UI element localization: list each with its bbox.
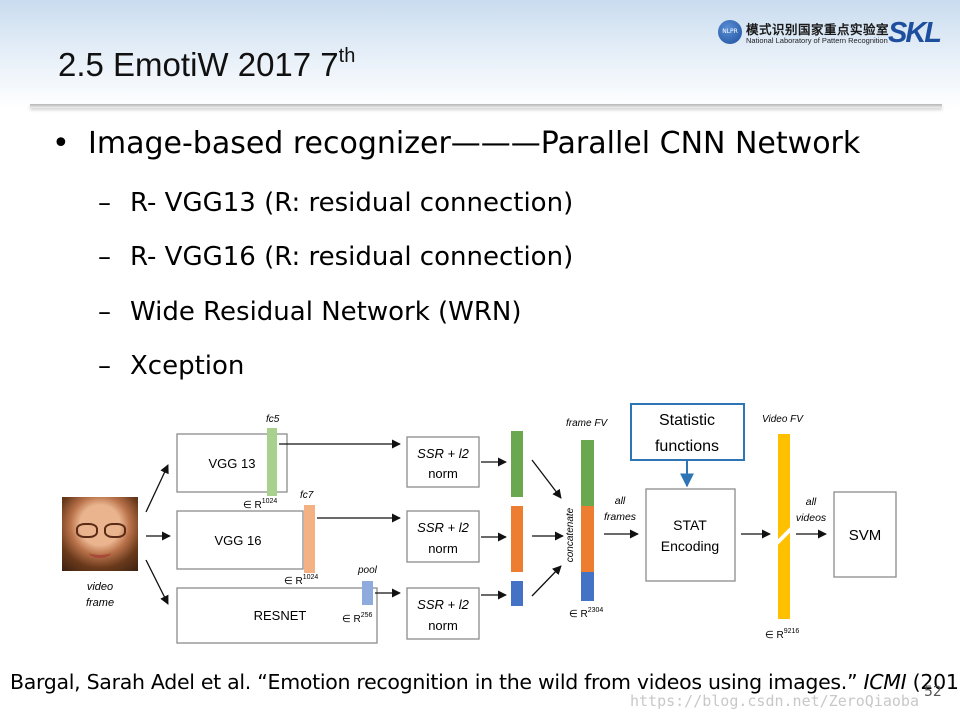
ssr-norm-box-2 (406, 510, 480, 563)
lab-logo: NLPR 模式识别国家重点实验室 National Laboratory of … (718, 17, 950, 49)
citation: Bargal, Sarah Adel et al. “Emotion recog… (10, 670, 960, 694)
video-frame-label: video (87, 581, 113, 593)
lab-seal-icon: NLPR (718, 20, 742, 44)
ssr-norm-label: norm (428, 541, 458, 556)
stat-encoding-label: Encoding (661, 538, 719, 554)
lab-name-english: National Laboratory of Pattern Recogniti… (746, 36, 888, 45)
sub-bullet: –Wide Residual Network (WRN) (98, 297, 522, 327)
video-frame-label: frame (86, 597, 114, 609)
fc7-feature-bar (304, 505, 315, 573)
bullet-dot: • (52, 126, 70, 161)
lab-name-chinese: 模式识别国家重点实验室 (746, 22, 890, 37)
arrow-concat-1 (531, 459, 562, 499)
main-bullet: • Image-based recognizer———Parallel CNN N… (52, 126, 860, 161)
stat-encoding-box (645, 488, 736, 582)
stat-encoding-label: STAT (673, 517, 707, 533)
fc5-feature-bar (267, 428, 277, 496)
ssr-norm-box-1 (406, 436, 480, 488)
arrow-concat-3 (531, 565, 562, 597)
slide-title: 2.5 EmotiW 2017 7th (58, 45, 356, 83)
resnet-box (176, 587, 378, 644)
frame-fv-blue (581, 572, 594, 601)
video-frame-face-image (62, 497, 138, 571)
dim-256-resnet: ∈ R256 (342, 612, 373, 625)
all-frames-label: frames (604, 511, 637, 523)
dim-1024-vgg13: ∈ R1024 (243, 498, 277, 511)
all-videos-label: all (806, 496, 817, 508)
vgg13-label: VGG 13 (209, 456, 256, 471)
normed-feature-green (511, 431, 523, 497)
ssr-norm-label: SSR + l2 (417, 597, 469, 612)
vgg16-label: VGG 16 (215, 533, 262, 548)
fc5-label: fc5 (266, 414, 280, 425)
frame-fv-green (581, 440, 594, 506)
ssr-norm-label: SSR + l2 (417, 446, 469, 461)
ssr-norm-label: SSR + l2 (417, 520, 469, 535)
dim-2304-frame-fv: ∈ R2304 (569, 607, 603, 620)
sub-bullet: –Xception (98, 351, 245, 381)
eyeglass-lens (76, 523, 98, 538)
watermark: https://blog.csdn.net/ZeroQiaoba (630, 692, 919, 710)
frame-fv-label: frame FV (566, 418, 608, 429)
resnet-label: RESNET (254, 608, 307, 623)
normed-feature-orange (511, 506, 523, 572)
header-divider (30, 104, 942, 108)
statistic-functions-label: functions (655, 438, 719, 455)
statistic-functions-label: Statistic (659, 412, 715, 429)
ssr-norm-box-3 (406, 587, 480, 640)
ssr-norm-label: norm (428, 618, 458, 633)
arrow-to-resnet (145, 559, 169, 605)
dim-1024-vgg16: ∈ R1024 (284, 574, 318, 587)
sub-bullet: –R- VGG16 (R: residual connection) (98, 242, 574, 272)
smile (89, 547, 111, 558)
normed-feature-blue (511, 581, 523, 606)
ssr-norm-label: norm (428, 466, 458, 481)
vgg16-box (176, 510, 304, 570)
video-fv-break-mark (770, 522, 798, 550)
svm-box (833, 491, 897, 578)
page-number: 52 (924, 684, 942, 700)
header-band (0, 0, 960, 108)
arrow-to-vgg13 (145, 464, 169, 513)
svm-label: SVM (849, 527, 882, 544)
pool-label: pool (357, 565, 378, 576)
statistic-functions-callout (630, 403, 745, 461)
video-fv-bar (778, 434, 790, 619)
concatenate-label: concatenate (565, 507, 576, 562)
main-bullet-text: Image-based recognizer———Parallel CNN Ne… (88, 126, 861, 161)
sub-bullet: –R- VGG13 (R: residual connection) (98, 188, 574, 218)
all-frames-label: all (615, 495, 626, 507)
eyeglass-lens (104, 523, 126, 538)
skl-logo-mark: SKL (888, 17, 942, 49)
video-fv-label: Video FV (762, 414, 804, 425)
pool-feature-bar (362, 581, 373, 605)
fc7-label: fc7 (300, 490, 314, 501)
frame-fv-orange (581, 506, 594, 572)
all-videos-label: videos (796, 512, 827, 524)
dim-9216-video-fv: ∈ R9216 (765, 628, 799, 641)
